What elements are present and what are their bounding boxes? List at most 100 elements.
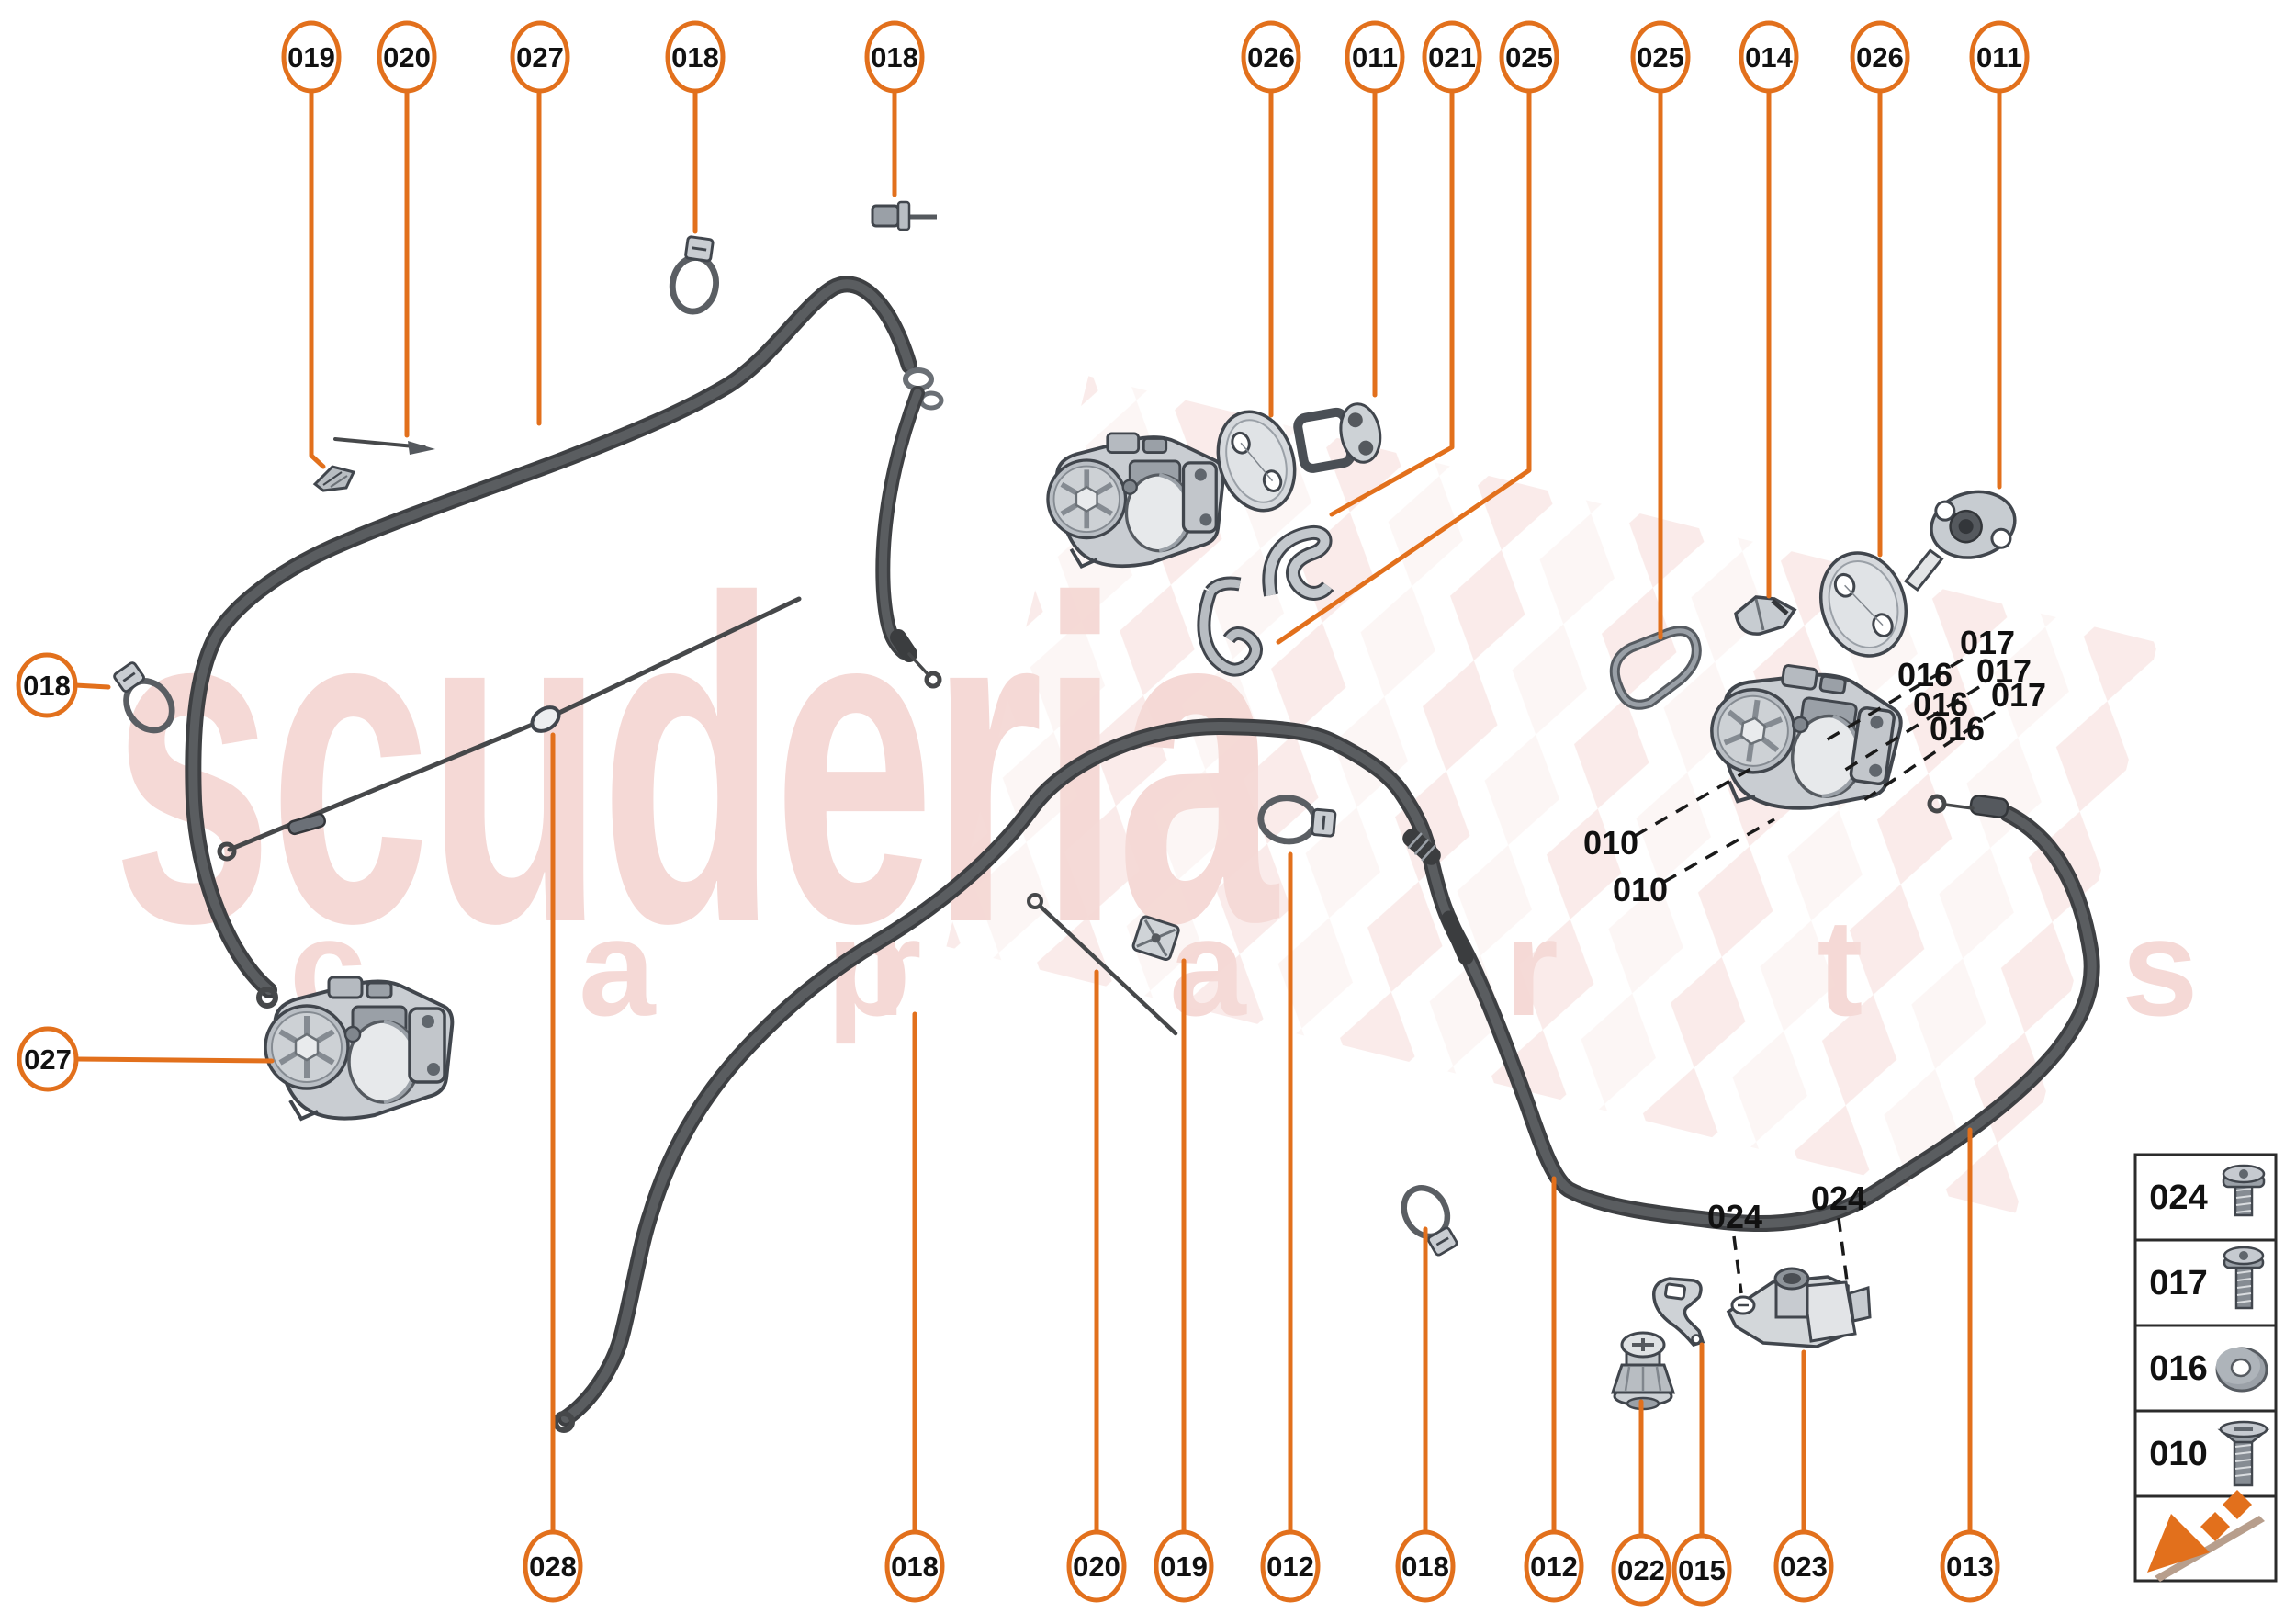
callout-028[interactable]: 028 (523, 1529, 583, 1603)
callout-bubbles: 019 020 027 018 018 026 011 021 025 025 … (16, 20, 2030, 1607)
callout-026[interactable]: 026 (1241, 20, 1301, 94)
retainer-clip-part (1734, 595, 1797, 636)
cable-eyelet (256, 987, 278, 1009)
callout-019[interactable]: 019 (281, 20, 342, 94)
hook-bracket-part (1197, 576, 1263, 677)
callout-012[interactable]: 012 (1524, 1529, 1584, 1603)
part-number-010[interactable]: 010 (1613, 871, 1668, 908)
svg-text:028: 028 (529, 1551, 577, 1583)
grommet-plug-part (1610, 1331, 1676, 1411)
part-number-016[interactable]: 016 (1913, 685, 1968, 723)
cover-plate-part (1818, 551, 1908, 658)
svg-text:012: 012 (1530, 1551, 1578, 1583)
callout-019[interactable]: 019 (1154, 1529, 1214, 1603)
lock-cylinder-part (1903, 490, 2017, 592)
callout-018[interactable]: 018 (1395, 1529, 1456, 1603)
svg-text:018: 018 (891, 1551, 939, 1583)
svg-text:026: 026 (1247, 41, 1295, 73)
svg-text:018: 018 (871, 41, 918, 73)
part-number-024[interactable]: 024 (1811, 1179, 1866, 1217)
svg-text:011: 011 (1352, 41, 1398, 73)
screw-pan-short-icon (2222, 1164, 2266, 1217)
square-clip-part (1131, 915, 1180, 962)
svg-text:012: 012 (1266, 1551, 1314, 1583)
part-number-017[interactable]: 017 (1991, 676, 2046, 714)
part-number-016[interactable]: 016 (1930, 710, 1985, 748)
inner-cable-rod (217, 596, 802, 862)
callout-027[interactable]: 027 (510, 20, 570, 94)
svg-text:019: 019 (287, 41, 335, 73)
part-number-010[interactable]: 010 (1583, 824, 1638, 862)
callout-018[interactable]: 018 (16, 652, 78, 718)
svg-text:027: 027 (516, 41, 564, 73)
release-pin-lower (1027, 893, 1178, 1036)
callout-013[interactable]: 013 (1940, 1529, 2000, 1603)
callout-020[interactable]: 020 (1066, 1529, 1127, 1603)
cable-grommet (530, 705, 561, 733)
svg-text:015: 015 (1678, 1554, 1726, 1586)
svg-text:021: 021 (1428, 41, 1476, 73)
svg-text:010: 010 (2149, 1435, 2207, 1473)
cable-ring-clamp (1395, 1180, 1465, 1260)
gasket-seal-part (1609, 626, 1702, 710)
callout-025[interactable]: 025 (1630, 20, 1691, 94)
lock-bracket-part (1293, 402, 1382, 473)
cable-illustrations (185, 276, 2100, 1433)
cable-end-barrel (1927, 794, 2009, 818)
callout-025[interactable]: 025 (1499, 20, 1559, 94)
legend-logo-cell[interactable] (2147, 1490, 2265, 1582)
part-number-024[interactable]: 024 (1707, 1198, 1762, 1235)
svg-text:018: 018 (671, 41, 719, 73)
washer-icon (2215, 1347, 2268, 1393)
cable-loop-middle (875, 386, 942, 689)
lock-actuator-top (1048, 434, 1223, 567)
callout-027[interactable]: 027 (17, 1026, 79, 1092)
callout-023[interactable]: 023 (1773, 1529, 1834, 1603)
legend-row-010[interactable]: 010 (2149, 1420, 2270, 1487)
inline-part-numbers: 017 017 017 016 016 016 010 010 024 024 (1583, 624, 2046, 1235)
fastener-legend: 024 017 016 (2133, 1153, 2278, 1583)
svg-text:016: 016 (2149, 1349, 2207, 1388)
callout-022[interactable]: 022 (1611, 1533, 1671, 1607)
svg-text:025: 025 (1505, 41, 1553, 73)
legend-row-024[interactable]: 024 (2149, 1164, 2266, 1217)
part-number-017[interactable]: 017 (1960, 624, 2015, 661)
callout-018[interactable]: 018 (884, 1529, 945, 1603)
part-number-016[interactable]: 016 (1897, 656, 1953, 694)
cover-plate-part (1216, 410, 1297, 513)
legend-row-016[interactable]: 016 (2149, 1347, 2268, 1393)
part-number-017[interactable]: 017 (1976, 652, 2032, 690)
svg-text:018: 018 (1401, 1551, 1449, 1583)
dashed-leader-lines (1634, 658, 1996, 1294)
svg-text:023: 023 (1780, 1551, 1828, 1583)
callout-018[interactable]: 018 (665, 20, 726, 94)
callout-011[interactable]: 011 (1345, 20, 1405, 94)
callout-015[interactable]: 015 (1671, 1533, 1732, 1607)
cable-upper-left (185, 276, 944, 1009)
callout-011[interactable]: 011 (1969, 20, 2030, 94)
callout-020[interactable]: 020 (377, 20, 437, 94)
callout-012[interactable]: 012 (1260, 1529, 1321, 1603)
screw-pan-long-icon (2223, 1246, 2265, 1310)
sensor-plug-part (871, 200, 937, 231)
cable-guide-ring (903, 367, 934, 391)
svg-text:020: 020 (1073, 1551, 1120, 1583)
legend-row-017[interactable]: 017 (2149, 1246, 2265, 1310)
svg-text:014: 014 (1745, 41, 1793, 73)
svg-text:025: 025 (1637, 41, 1684, 73)
callout-026[interactable]: 026 (1850, 20, 1910, 94)
svg-text:013: 013 (1946, 1551, 1994, 1583)
svg-text:024: 024 (2149, 1179, 2207, 1217)
svg-text:026: 026 (1856, 41, 1904, 73)
lock-actuator-left (265, 977, 452, 1119)
callout-021[interactable]: 021 (1422, 20, 1482, 94)
callout-014[interactable]: 014 (1739, 20, 1799, 94)
svg-text:019: 019 (1160, 1551, 1208, 1583)
part-illustrations (106, 200, 2017, 1411)
callout-018[interactable]: 018 (864, 20, 925, 94)
curved-bracket-part (1262, 524, 1334, 601)
svg-text:011: 011 (1976, 41, 2022, 73)
svg-text:018: 018 (23, 670, 71, 702)
